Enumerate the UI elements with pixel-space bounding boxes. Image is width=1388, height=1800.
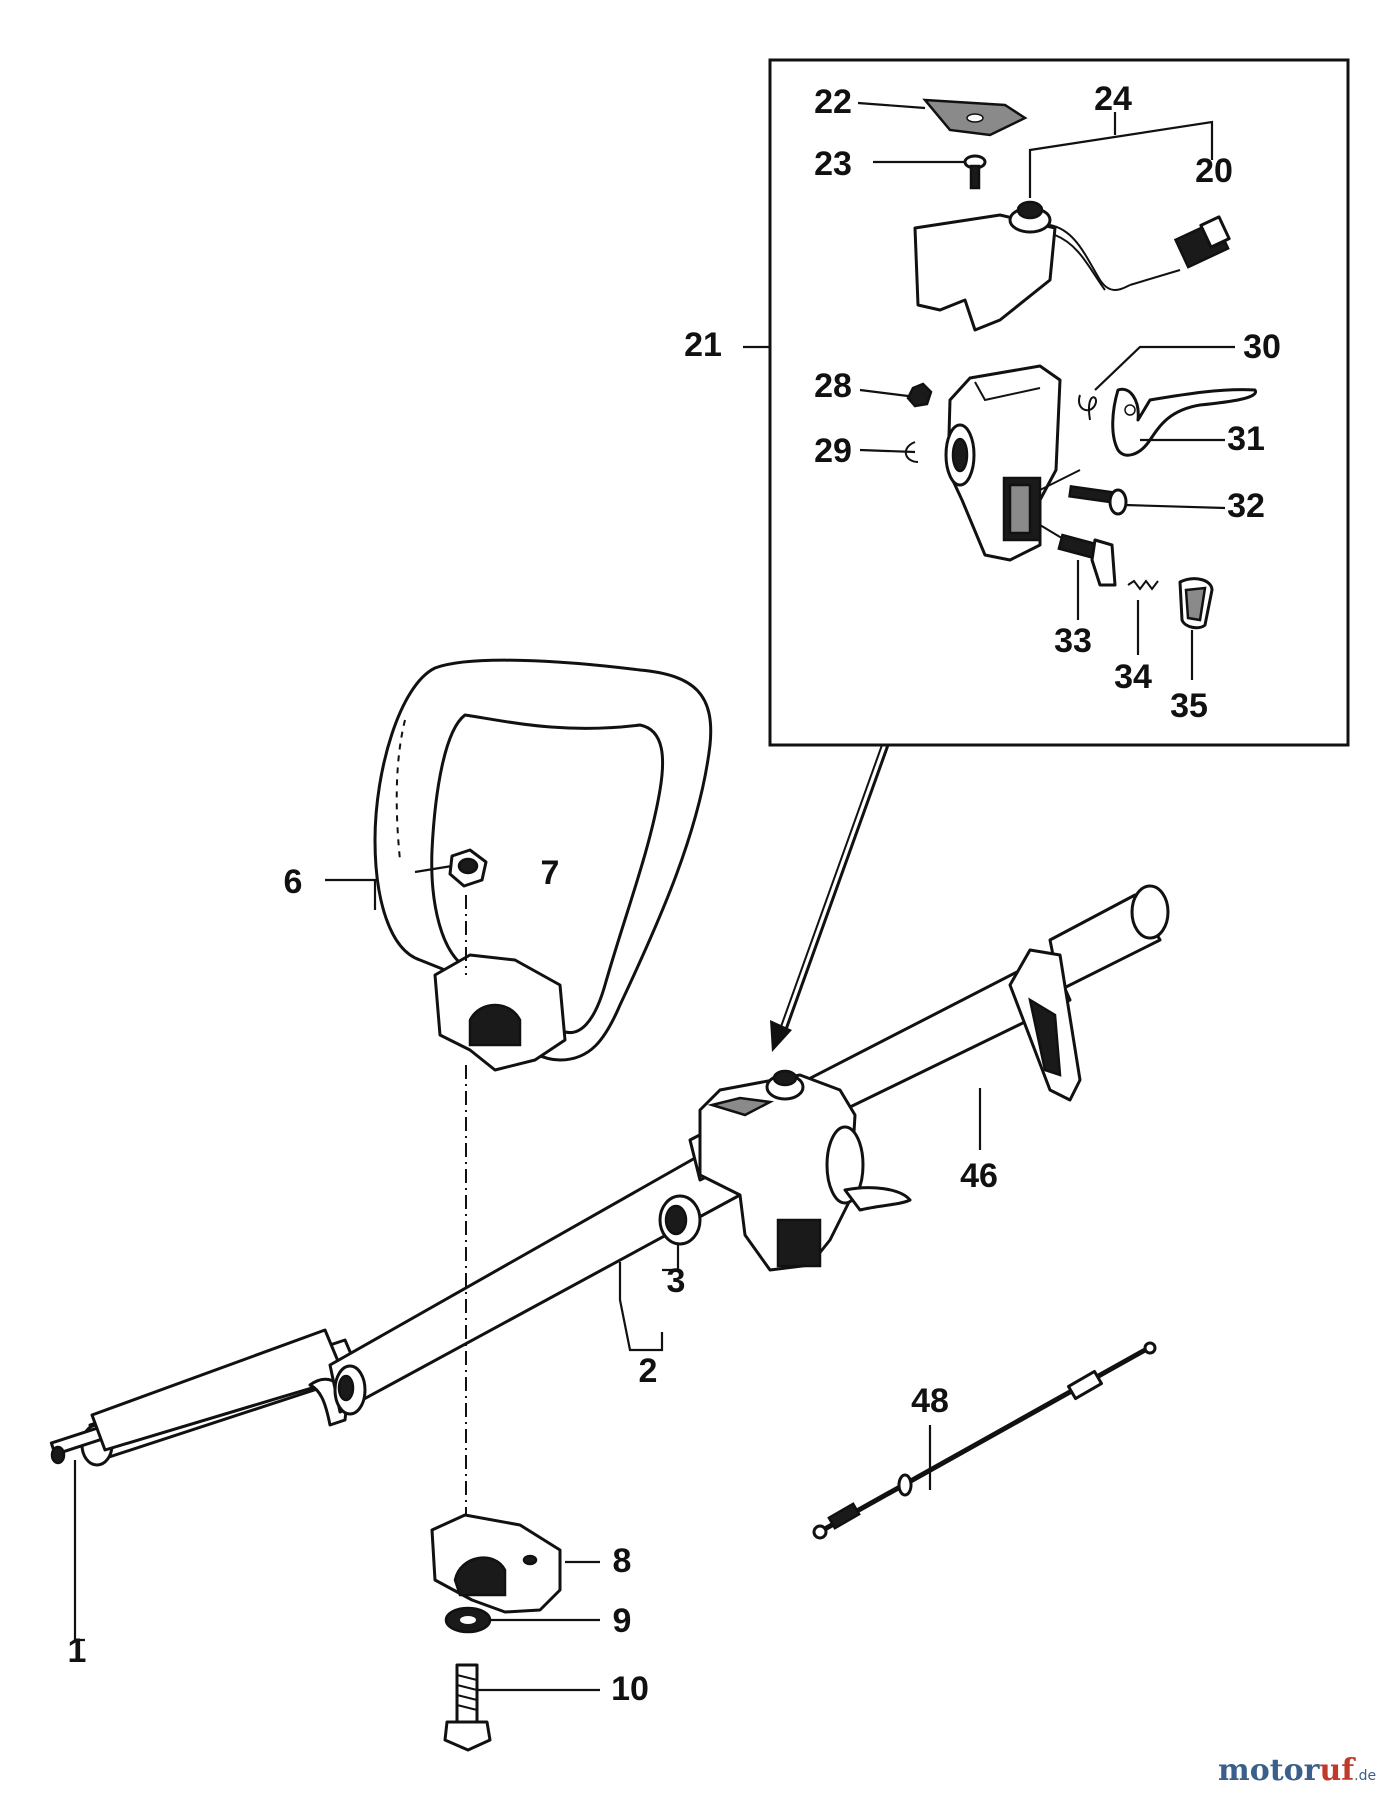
wire-connector (1129, 215, 1231, 286)
watermark-suffix: .de (1354, 1768, 1376, 1784)
screw-32 (1039, 469, 1128, 516)
nut-28 (906, 382, 933, 408)
knob-3 (658, 1194, 702, 1246)
callout-20: 20 (1195, 152, 1233, 190)
throttle-trigger (1111, 387, 1257, 457)
callout-2: 2 (639, 1352, 658, 1390)
callout-6: 6 (284, 863, 303, 901)
callout-23: 23 (814, 145, 852, 183)
callout-3: 3 (667, 1262, 686, 1300)
main-throttle-housing (698, 1069, 912, 1272)
handle-bracket-46 (1008, 948, 1082, 1102)
callout-28: 28 (814, 367, 852, 405)
callout-29: 29 (814, 432, 852, 470)
lock-button-33 (1039, 524, 1117, 587)
bolt-10 (443, 1663, 492, 1752)
callout-22: 22 (814, 83, 852, 121)
clip-29 (904, 441, 919, 463)
callout-34: 34 (1114, 658, 1152, 696)
leader-24 (1028, 112, 1214, 198)
spring-30 (1078, 394, 1098, 421)
watermark-logo: motoruf.de (1218, 1753, 1376, 1788)
washer-9 (444, 1606, 492, 1634)
svg-text:motoruf.de: motoruf.de (1218, 1753, 1376, 1788)
callout-7: 7 (541, 854, 560, 892)
watermark-text-b: uf (1319, 1753, 1356, 1788)
throttle-housing (944, 364, 1062, 562)
nut-7 (448, 848, 488, 888)
callout-21: 21 (684, 326, 722, 364)
switch-housing-top (913, 200, 1131, 332)
throttle-cover-plate (922, 98, 1028, 137)
callout-labels: 1 2 3 6 7 8 9 10 20 21 22 23 24 28 29 30… (68, 80, 1281, 1708)
callout-1: 1 (68, 1632, 87, 1670)
detail-arrow (770, 744, 890, 1052)
shaft-tube-lower (90, 1328, 348, 1452)
handle-clamp-upper (433, 953, 567, 1072)
handle-clamp-lower (430, 1513, 562, 1614)
leader-lines (73, 101, 1235, 1692)
cap-35 (1178, 577, 1214, 630)
callout-32: 32 (1227, 487, 1265, 525)
watermark-text-a: motor (1218, 1753, 1321, 1788)
callout-33: 33 (1054, 622, 1092, 660)
callout-30: 30 (1243, 328, 1281, 366)
callout-35: 35 (1170, 687, 1208, 725)
callout-10: 10 (611, 1670, 649, 1708)
callout-48: 48 (911, 1382, 949, 1420)
callout-46: 46 (960, 1157, 998, 1195)
callout-9: 9 (613, 1602, 632, 1640)
callout-8: 8 (613, 1542, 632, 1580)
throttle-cable-48 (812, 1341, 1157, 1540)
callout-24: 24 (1094, 80, 1132, 118)
callout-31: 31 (1227, 420, 1265, 458)
spring-34 (1127, 579, 1159, 591)
